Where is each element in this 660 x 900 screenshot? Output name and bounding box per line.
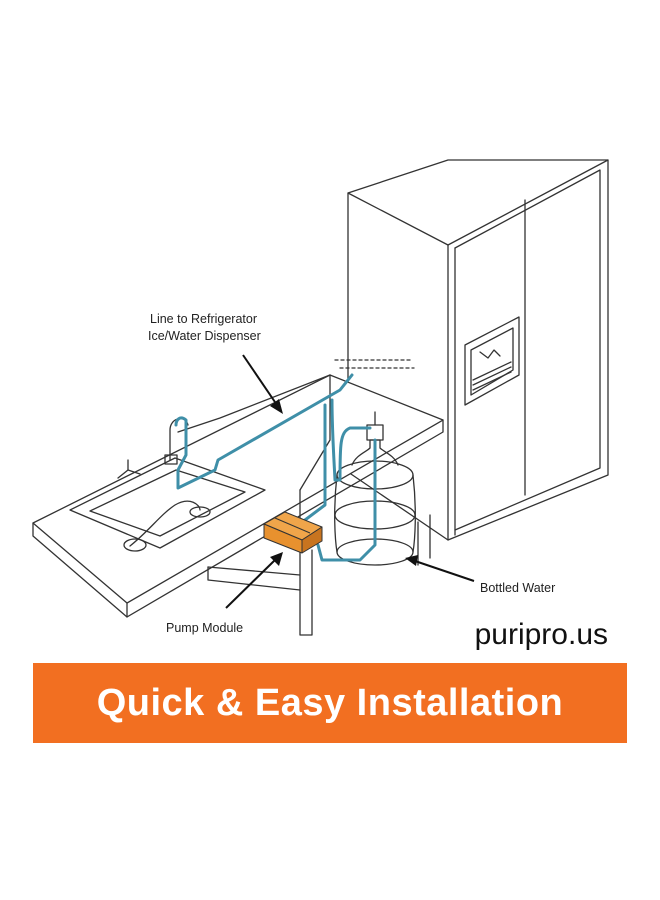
label-line-to-refrigerator: Line to Refrigerator [150,312,257,326]
banner-text: Quick & Easy Installation [96,681,564,724]
website-url: puripro.us [474,618,608,651]
installation-diagram: Line to Refrigerator Ice/Water Dispenser… [32,159,609,636]
label-pump-module: Pump Module [166,621,243,635]
installation-banner: Quick & Easy Installation [33,663,627,743]
sink [69,417,266,552]
callout-arrows [225,354,475,609]
label-ice-water-dispenser: Ice/Water Dispenser [148,329,261,343]
water-tubing [174,373,377,562]
refrigerator [347,159,609,541]
pump-module [263,511,323,554]
label-bottled-water: Bottled Water [480,581,555,595]
